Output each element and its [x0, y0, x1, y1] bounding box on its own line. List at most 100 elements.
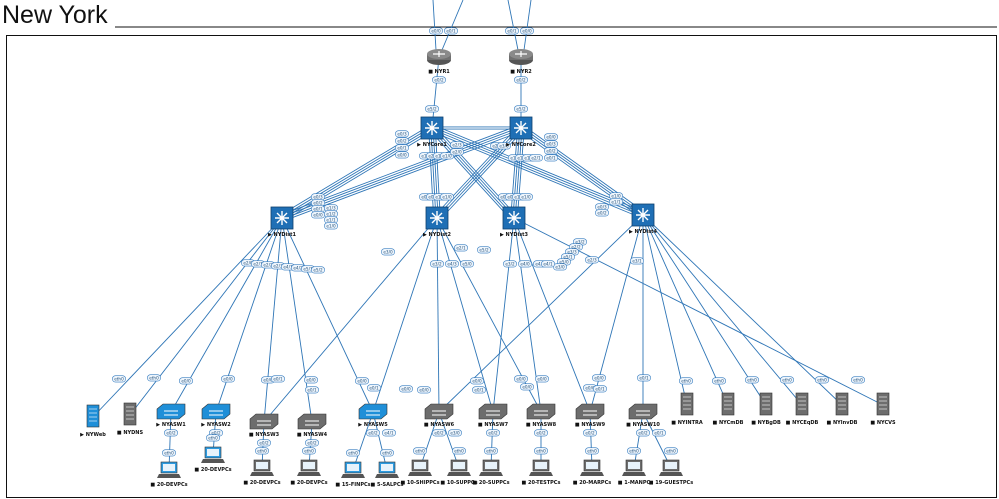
- pc-group-5: ■ 10-SHIPPCs: [400, 459, 440, 486]
- port-badge: [444, 260, 459, 268]
- port-badge: [345, 449, 360, 457]
- port-badge: [366, 384, 381, 392]
- site-title: New York: [2, 1, 108, 29]
- port-label: e3/0: [383, 250, 393, 255]
- port-badge: [543, 140, 558, 148]
- port-label: e3/2: [432, 262, 442, 267]
- port-label: e0/1: [474, 388, 484, 393]
- switch-arrows: [507, 211, 521, 225]
- port-label: e1/0: [442, 154, 452, 159]
- link: [432, 126, 516, 218]
- router-nyr2: ■ NYR2: [509, 49, 533, 75]
- port-label: e0/2: [434, 78, 444, 83]
- port-badge: [449, 141, 464, 149]
- pc-label-0: ■ 20-DEVPCs: [150, 482, 187, 488]
- server-nycmdb: ■ NYCmDB: [713, 392, 744, 426]
- pc-label-2: ■ 20-DEVPCs: [243, 480, 280, 486]
- port-label: eth0: [587, 449, 597, 454]
- port-label: e0/0: [522, 385, 532, 390]
- pc-screen: [347, 464, 359, 471]
- link: [92, 217, 283, 418]
- core-switch-label-0: ▶ NYCore1: [417, 142, 447, 148]
- port-badge: [451, 447, 466, 455]
- port-badge: [394, 151, 409, 159]
- link: [510, 127, 519, 218]
- port-label: e0/0: [585, 386, 595, 391]
- port-label: e0/0: [594, 376, 604, 381]
- port-label: e0/3: [546, 142, 556, 147]
- port-label: e0/3: [397, 132, 407, 137]
- link: [431, 128, 643, 217]
- pc-label-6: ■ 20-SUPPCs: [472, 480, 509, 486]
- access-switch-nyasw2: ▶ NYASW2: [201, 403, 231, 428]
- link: [129, 217, 283, 416]
- link: [434, 125, 519, 217]
- link: [589, 214, 644, 413]
- port-label: e0/1: [273, 377, 283, 382]
- port-label: e0/1: [507, 29, 517, 34]
- port-label: e0/0: [263, 378, 273, 383]
- port-badge: [533, 447, 548, 455]
- port-badge: [469, 377, 484, 385]
- port-label: e0/2: [434, 431, 444, 436]
- server-body: [86, 404, 100, 428]
- dist-switch-label-3: ▶ NYDist4: [629, 229, 658, 235]
- port-label: e0/1: [307, 388, 317, 393]
- port-label: e2/1: [531, 156, 541, 161]
- port-badge: [513, 76, 528, 84]
- port-label: e0/3: [597, 205, 607, 210]
- pc-screen: [586, 462, 598, 469]
- port-badge: [147, 374, 162, 382]
- access-label-4: ▶ NYASW5: [358, 422, 388, 428]
- port-label: e0/0: [516, 377, 526, 382]
- port-badge: [453, 244, 468, 252]
- nodes-layer: ■ NYR1■ NYR2▶ NYCore1▶ NYCore2▶ NYDist1▶…: [80, 49, 896, 488]
- core-switch-nycore2: ▶ NYCore2: [506, 116, 536, 148]
- link: [513, 217, 591, 413]
- server-label-1: ■ NYDNS: [117, 430, 144, 436]
- port-label: e3/2: [575, 240, 585, 245]
- port-label: e1/1: [611, 200, 621, 205]
- port-label: e5/2: [427, 107, 437, 112]
- port-label: e3/0: [555, 265, 565, 270]
- port-badge: [594, 209, 609, 217]
- port-label: e0/2: [166, 431, 176, 436]
- port-label: e2/0: [243, 261, 253, 266]
- port-label: eth0: [164, 451, 174, 456]
- port-label: e2/0: [452, 150, 462, 155]
- pc-group-x2: ■ 19-GUESTPCs: [649, 459, 693, 486]
- port-label: e0/1: [313, 207, 323, 212]
- pc-screen: [256, 462, 268, 469]
- pc-group-0: ■ 20-DEVPCs: [150, 461, 188, 488]
- port-label: e4/1: [283, 265, 293, 270]
- server-nyintra: ■ NYINTRA: [671, 392, 703, 426]
- port-label: e0/2: [546, 149, 556, 154]
- port-badge: [304, 386, 319, 394]
- port-badge: [533, 429, 548, 437]
- pc-group-4: ■ 15-FINPCs: [335, 461, 371, 488]
- router-label-0: ■ NYR1: [428, 69, 450, 75]
- port-label: e1/0: [521, 195, 531, 200]
- port-label: e1/0: [326, 224, 336, 229]
- port-badge: [416, 386, 431, 394]
- pc-screen: [628, 462, 640, 469]
- port-label: e0/0: [431, 29, 441, 34]
- link: [419, 411, 440, 469]
- port-badge: [301, 447, 316, 455]
- port-badge: [304, 439, 319, 447]
- port-badge: [814, 376, 829, 384]
- link: [435, 126, 521, 218]
- pc-screen: [381, 464, 393, 471]
- port-badge: [636, 374, 651, 382]
- link: [633, 411, 644, 469]
- port-label: e1/0: [611, 194, 621, 199]
- pc-label-1: ■ 20-DEVPCs: [194, 467, 231, 473]
- port-badge: [394, 130, 409, 138]
- port-label: e4/3: [447, 262, 457, 267]
- port-badge: [518, 193, 533, 201]
- port-label: e1/2: [326, 212, 336, 217]
- port-badge: [323, 222, 338, 230]
- switch-arrows: [430, 211, 444, 225]
- port-label: e0/2: [638, 431, 648, 436]
- pc-screen: [665, 462, 677, 469]
